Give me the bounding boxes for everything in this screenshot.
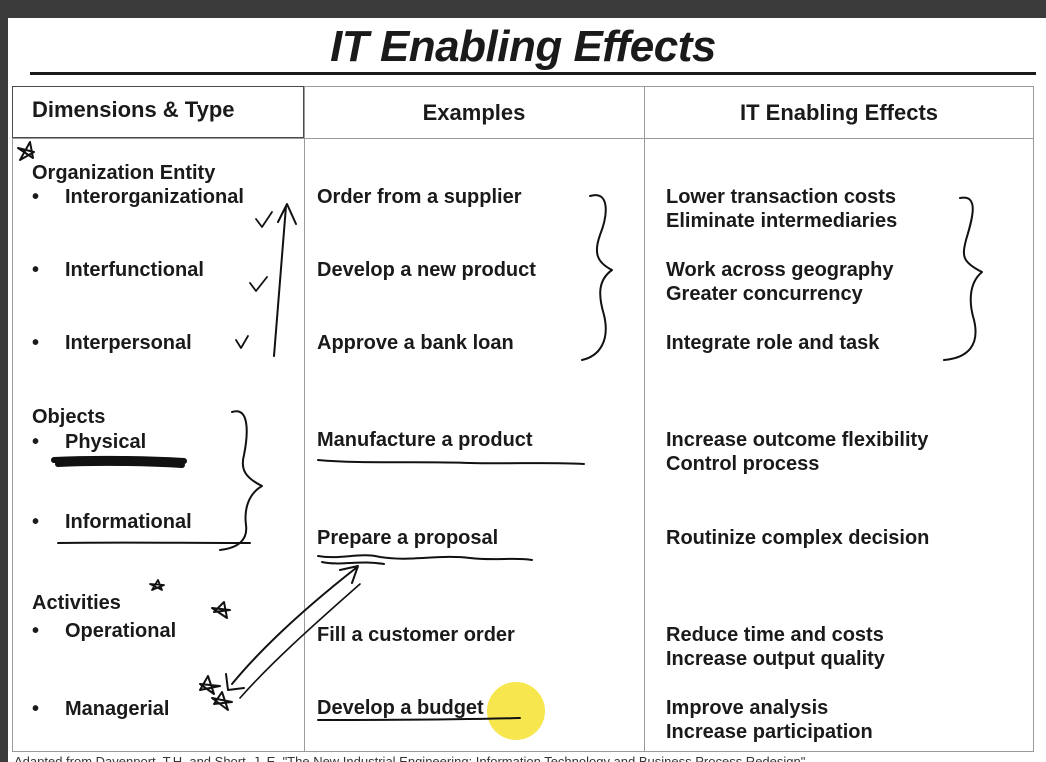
effect-line: Improve analysis <box>666 697 829 719</box>
effect-line: Increase outcome flexibility <box>666 429 929 451</box>
window-top-bar <box>0 0 1046 18</box>
group-objects: Objects <box>32 406 106 428</box>
title-underline <box>30 72 1036 75</box>
type-interorganizational: Interorganizational <box>65 186 244 208</box>
example-fill-customer-order: Fill a customer order <box>317 624 515 646</box>
effect-line: Greater concurrency <box>666 283 863 305</box>
bullet-icon: • <box>32 259 40 281</box>
effect-line: Eliminate intermediaries <box>666 210 898 232</box>
example-develop-new-product: Develop a new product <box>317 259 536 281</box>
example-develop-budget: Develop a budget <box>317 697 484 719</box>
bullet-icon: • <box>32 332 40 354</box>
effect-line: Increase participation <box>666 721 873 743</box>
effect-line: Control process <box>666 453 820 475</box>
column-divider-1 <box>304 86 305 752</box>
header-examples: Examples <box>422 100 526 125</box>
type-informational: Informational <box>65 511 192 533</box>
effect-line: Reduce time and costs <box>666 624 884 646</box>
effect-line: Routinize complex decision <box>666 527 930 549</box>
bullet-icon: • <box>32 186 40 208</box>
bullet-icon: • <box>32 620 40 642</box>
header-dimensions: Dimensions & Type <box>32 97 235 122</box>
effect-line: Increase output quality <box>666 648 885 670</box>
table-frame <box>12 86 1034 752</box>
group-activities: Activities <box>32 592 121 614</box>
example-manufacture-product: Manufacture a product <box>317 429 533 451</box>
example-prepare-proposal: Prepare a proposal <box>317 527 499 549</box>
window-left-border <box>0 18 8 762</box>
header-divider <box>12 138 1034 139</box>
bullet-icon: • <box>32 431 40 453</box>
column-divider-2 <box>644 86 645 752</box>
effect-line: Lower transaction costs <box>666 186 897 208</box>
header-cell-outline <box>12 86 304 138</box>
header-effects: IT Enabling Effects <box>739 100 939 125</box>
type-physical: Physical <box>65 431 147 453</box>
type-interpersonal: Interpersonal <box>65 332 192 354</box>
type-managerial: Managerial <box>65 698 170 720</box>
effect-line: Integrate role and task <box>666 332 880 354</box>
example-approve-bank-loan: Approve a bank loan <box>317 332 514 354</box>
slide-title: IT Enabling Effects <box>330 22 716 71</box>
group-organization-entity: Organization Entity <box>32 162 216 184</box>
source-citation: Adapted from Davenport, T.H. and Short, … <box>14 754 806 762</box>
highlight-marker <box>487 682 545 740</box>
type-operational: Operational <box>65 620 177 642</box>
effect-line: Work across geography <box>666 259 894 281</box>
type-interfunctional: Interfunctional <box>65 259 204 281</box>
bullet-icon: • <box>32 511 40 533</box>
example-order-from-supplier: Order from a supplier <box>317 186 522 208</box>
bullet-icon: • <box>32 698 40 720</box>
